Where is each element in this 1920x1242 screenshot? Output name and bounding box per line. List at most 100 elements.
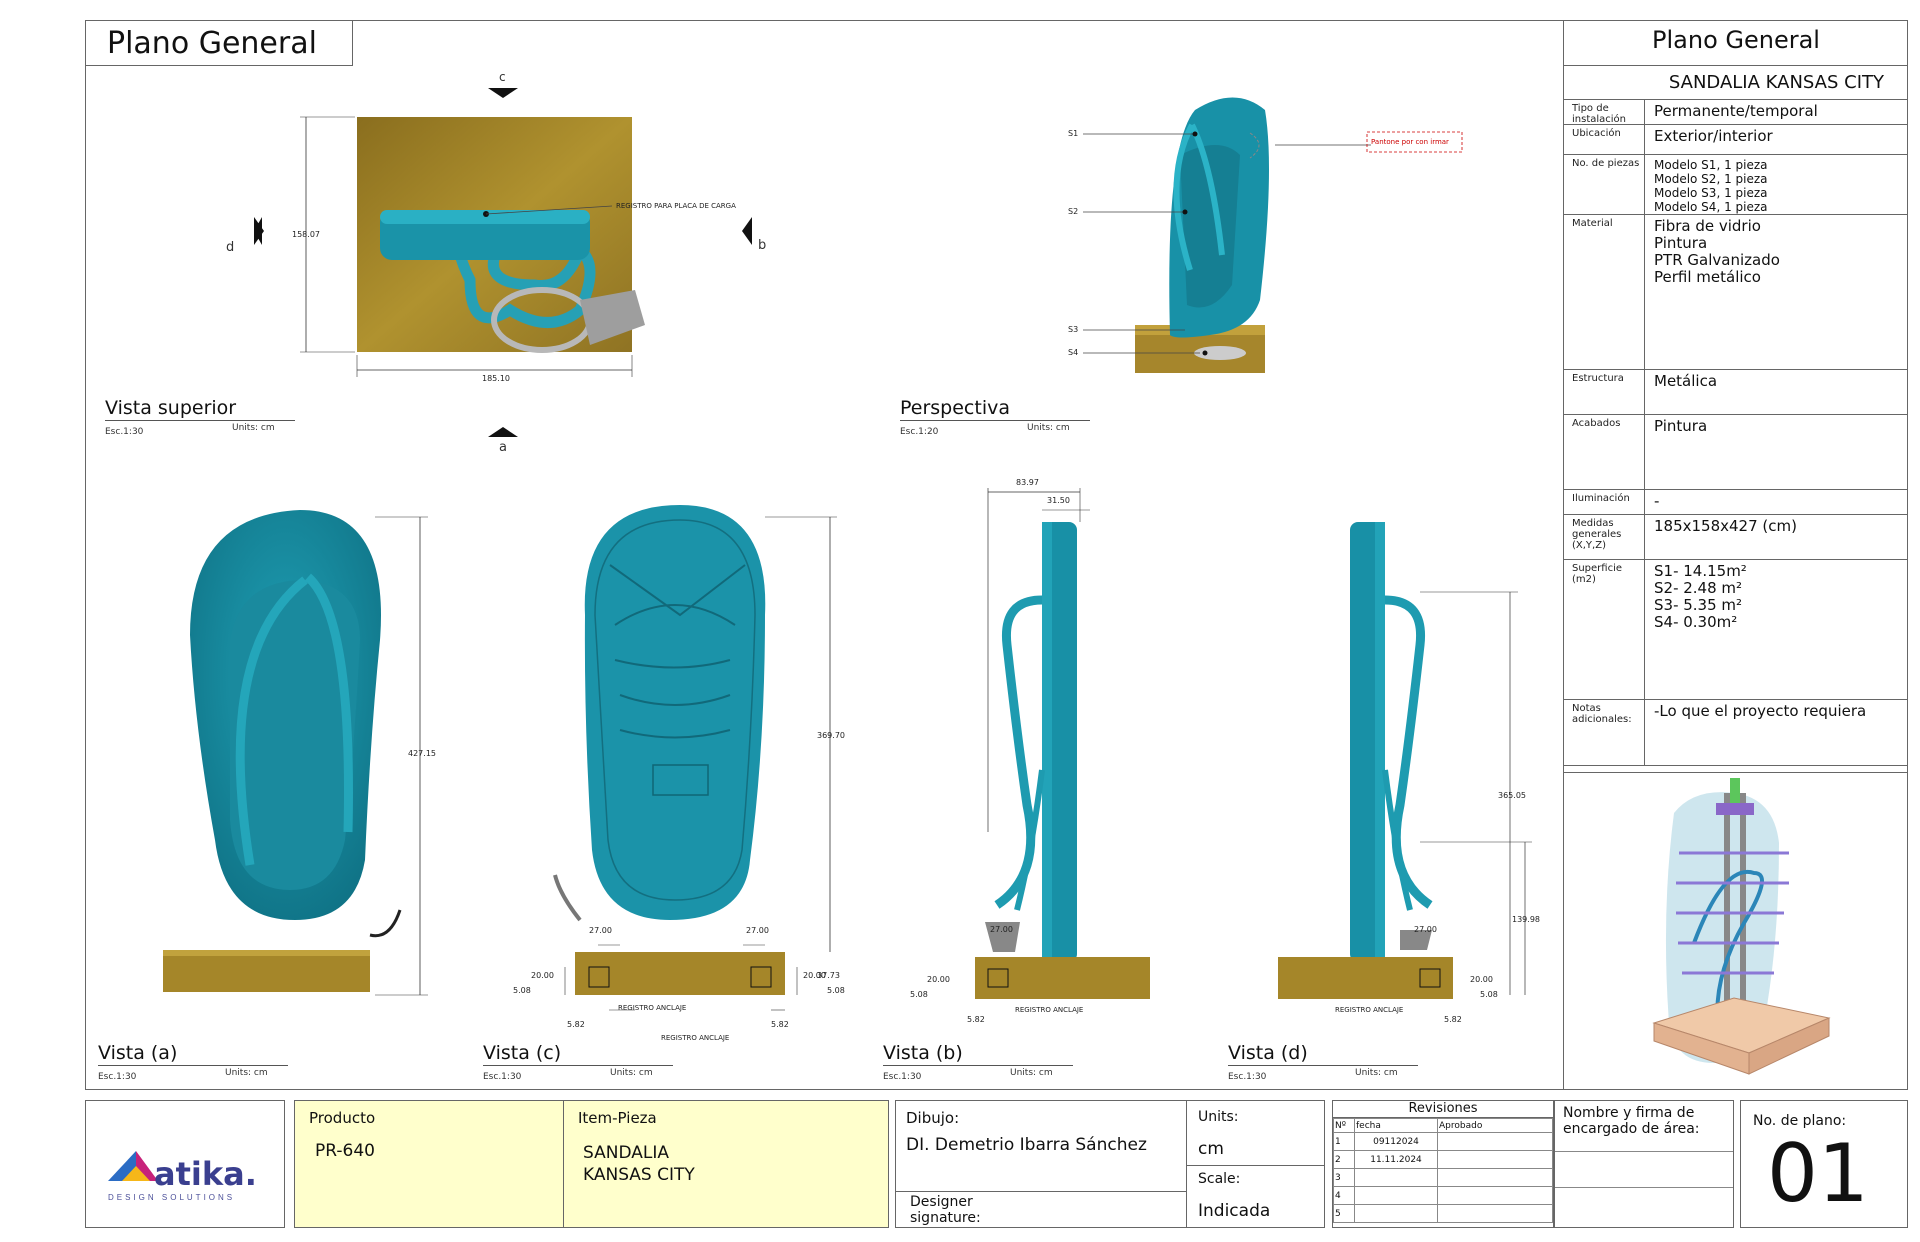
- view-scale: Esc.1:30: [883, 1072, 922, 1082]
- dim-c-582b: 5.82: [771, 1020, 789, 1029]
- panel-row-label: Tipo de instalación: [1572, 103, 1627, 125]
- persp-s4: S4: [1068, 348, 1079, 357]
- view-b-drawing: [975, 488, 1150, 999]
- panel-row-label: Superficie (m2): [1572, 563, 1623, 585]
- logo-subtext: DESIGN SOLUTIONS: [108, 1193, 236, 1202]
- view-scale: Esc.1:20: [900, 427, 939, 437]
- view-title: Vista (c): [483, 1042, 673, 1066]
- panel-row-label: Ubicación: [1572, 128, 1621, 139]
- firma-label-1: Nombre y firma de: [1563, 1105, 1695, 1121]
- dim-b-508: 5.08: [910, 990, 928, 999]
- view-title: Vista (a): [98, 1042, 288, 1066]
- panel-row-value: Modelo S1, 1 pieza Modelo S2, 1 pieza Mo…: [1654, 158, 1768, 214]
- plano-value: 01: [1767, 1127, 1869, 1220]
- panel-row-label: Notas adicionales:: [1572, 703, 1632, 725]
- view-scale: Esc.1:30: [1228, 1072, 1267, 1082]
- item-value-2: KANSAS CITY: [583, 1165, 695, 1185]
- dim-b-8397: 83.97: [1016, 478, 1039, 487]
- marker-c: c: [499, 70, 506, 84]
- view-units: Units: cm: [1010, 1068, 1053, 1078]
- panel-row-value: Exterior/interior: [1654, 127, 1773, 145]
- rev-aprobado: [1437, 1150, 1553, 1169]
- dim-b-20: 20.00: [927, 975, 950, 984]
- view-title: Vista superior: [105, 397, 295, 421]
- rev-fecha: [1354, 1186, 1438, 1205]
- designer-label-1: Designer: [910, 1194, 973, 1210]
- dibujo-block: Dibujo: DI. Demetrio Ibarra Sánchez Desi…: [895, 1100, 1325, 1228]
- view-title: Vista (b): [883, 1042, 1073, 1066]
- dibujo-label: Dibujo:: [906, 1109, 960, 1127]
- rev-aprobado: [1437, 1132, 1553, 1151]
- view-units: Units: cm: [1027, 423, 1070, 433]
- panel-row: Tipo de instalación Permanente/temporal: [1564, 100, 1908, 125]
- panel-row-value: Fibra de vidrio Pintura PTR Galvanizado …: [1654, 217, 1780, 286]
- b-reg: REGISTRO ANCLAJE: [1015, 1006, 1084, 1014]
- dim-top-width: 185.10: [482, 374, 510, 383]
- rev-fecha: 09112024: [1354, 1132, 1438, 1151]
- rev-aprobado: [1437, 1204, 1553, 1223]
- rev-fecha: 11.11.2024: [1354, 1150, 1438, 1169]
- panel-row-label: Estructura: [1572, 373, 1624, 384]
- top-view-drawing: [254, 88, 752, 437]
- view-a-drawing: [163, 510, 428, 996]
- view-b: 83.97 31.50 27.00 20.00 5.08 5.82 REGIST…: [910, 470, 1160, 1040]
- panel-row: Estructura Metálica: [1564, 370, 1908, 415]
- panel-row-value: Metálica: [1654, 372, 1718, 390]
- view-units: Units: cm: [610, 1068, 653, 1078]
- panel-subtitle: SANDALIA KANSAS CITY: [1564, 65, 1908, 100]
- footer: atika. DESIGN SOLUTIONS Producto PR-640 …: [85, 1100, 1908, 1228]
- dim-c-508a: 5.08: [513, 986, 531, 995]
- panel-row: Medidas generales (X,Y,Z)185x158x427 (cm…: [1564, 515, 1908, 560]
- drawing-frame: [85, 20, 1908, 1090]
- panel-row: Material Fibra de vidrio Pintura PTR Galv…: [1564, 215, 1908, 370]
- persp-s2: S2: [1068, 207, 1079, 216]
- panel-row-label: Acabados: [1572, 418, 1621, 429]
- table-row: 2 11.11.2024: [1333, 1150, 1553, 1169]
- producto-value: PR-640: [315, 1141, 375, 1161]
- view-units: Units: cm: [232, 423, 275, 433]
- view-scale: Esc.1:30: [105, 427, 144, 437]
- product-block: Producto PR-640 Item-Pieza SANDALIA KANS…: [294, 1100, 889, 1228]
- firma-block: Nombre y firma de encargado de área:: [1554, 1100, 1734, 1228]
- view-label-a: Vista (a) Esc.1:30 Units: cm: [98, 1042, 288, 1084]
- dim-d-582: 5.82: [1444, 1015, 1462, 1024]
- structure-render: [1652, 778, 1831, 1075]
- panel-row-label: No. de piezas: [1572, 158, 1640, 169]
- panel-row-label: Medidas generales (X,Y,Z): [1572, 518, 1622, 551]
- atika-logo-mark: [108, 1151, 158, 1181]
- panel-row-value: Permanente/temporal: [1654, 102, 1818, 120]
- logo-box: atika. DESIGN SOLUTIONS: [85, 1100, 285, 1228]
- plano-label: No. de plano:: [1753, 1113, 1847, 1129]
- dim-b-582: 5.82: [967, 1015, 985, 1024]
- dim-c-20a: 20.00: [531, 971, 554, 980]
- rev-header: Nº: [1333, 1118, 1355, 1133]
- view-d-drawing: [1278, 522, 1532, 999]
- panel-row-value: -: [1654, 492, 1660, 510]
- scale-label: Scale:: [1198, 1171, 1241, 1187]
- table-row: 3: [1333, 1168, 1553, 1187]
- view-label-d: Vista (d) Esc.1:30 Units: cm: [1228, 1042, 1418, 1084]
- producto-label: Producto: [309, 1109, 376, 1127]
- scale-value: Indicada: [1198, 1201, 1271, 1221]
- rev-header: Aprobado: [1437, 1118, 1553, 1133]
- dim-c-508b: 5.08: [827, 986, 845, 995]
- marker-d: d: [226, 240, 235, 255]
- info-panel: Plano General SANDALIA KANSAS CITY Tipo …: [1563, 20, 1908, 1090]
- dim-c-20b: 20.00: [803, 971, 826, 980]
- panel-row-label: Material: [1572, 218, 1613, 229]
- revisiones-table: Nº fecha Aprobado 1 09112024 2 11.11.202…: [1333, 1118, 1553, 1223]
- rev-n: 4: [1333, 1186, 1355, 1205]
- marker-b: b: [758, 238, 767, 253]
- dim-d-27: 27.00: [1414, 925, 1437, 934]
- c-reg1: REGISTRO ANCLAJE: [618, 1004, 687, 1012]
- view-d: 365.05 139.98 27.00 20.00 5.08 5.82 REGI…: [1270, 505, 1550, 1045]
- revisiones-title: Revisiones: [1333, 1101, 1553, 1118]
- panel-row-value: -Lo que el proyecto requiera: [1654, 702, 1867, 720]
- view-a: 427.15: [150, 505, 450, 1005]
- panel-row-value: S1- 14.15m² S2- 2.48 m² S3- 5.35 m² S4- …: [1654, 562, 1747, 631]
- dim-top-height: 158.07: [292, 230, 320, 239]
- rev-n: 5: [1333, 1204, 1355, 1223]
- view-units: Units: cm: [1355, 1068, 1398, 1078]
- item-label: Item-Pieza: [578, 1109, 657, 1127]
